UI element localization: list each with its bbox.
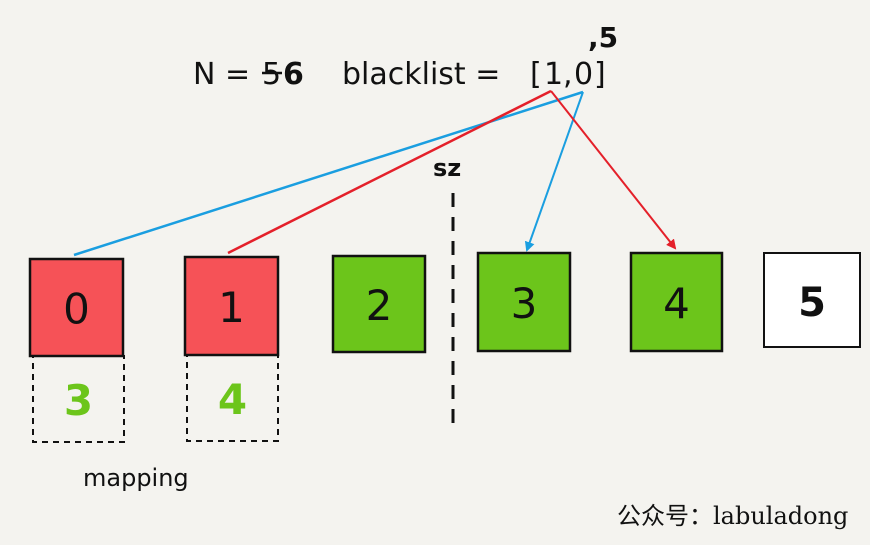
n-label: N = — [193, 57, 250, 92]
mapping-value-0: 3 — [64, 376, 93, 425]
cell-2-box — [331, 254, 427, 354]
cell-0-box — [28, 257, 125, 358]
blacklist-label: blacklist = — [342, 57, 500, 92]
formula-header: N = 5 6 blacklist = [ 1 , 0 ] ,5 — [193, 21, 618, 92]
cell-5-box — [763, 252, 861, 348]
cell-5-label: 5 — [798, 280, 826, 326]
list-close-bracket: ] — [594, 57, 606, 92]
mapping-slot-1 — [186, 354, 279, 442]
blue-arrow — [524, 91, 584, 252]
array-cells: 0 3 1 4 2 3 4 5 — [28, 251, 861, 443]
n-old-value: 5 — [262, 57, 281, 92]
red-link-line — [227, 89, 552, 255]
cell-4-label: 4 — [663, 279, 690, 328]
mapping-arrows — [73, 89, 677, 257]
cell-2-label: 2 — [366, 281, 393, 330]
list-open-bracket: [ — [530, 57, 542, 92]
cell-4-box — [629, 251, 724, 353]
sz-label: sz — [433, 154, 461, 182]
n-new-value: 6 — [283, 57, 304, 92]
blacklist-comma: , — [563, 57, 573, 92]
watermark: 公众号：labuladong — [617, 502, 848, 530]
mapping-label: mapping — [83, 464, 189, 492]
added-blacklist-item: ,5 — [588, 21, 618, 54]
red-arrow — [550, 90, 677, 250]
cell-3-box — [476, 251, 572, 353]
cell-3-label: 3 — [511, 279, 538, 328]
cell-1-label: 1 — [218, 283, 245, 332]
blacklist-item-b: 0 — [574, 57, 593, 92]
cell-0-label: 0 — [63, 285, 90, 334]
blue-link-line — [73, 90, 584, 257]
mapping-value-1: 4 — [218, 375, 247, 424]
blacklist-item-a: 1 — [544, 57, 563, 92]
mapping-slot-0 — [32, 355, 125, 443]
